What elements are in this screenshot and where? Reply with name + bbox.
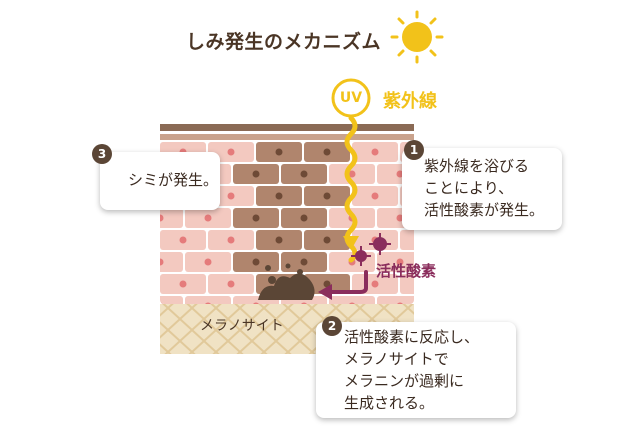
uv-label: 紫外線 bbox=[383, 91, 437, 112]
cell-nucleus bbox=[109, 215, 116, 222]
sun-icon bbox=[390, 10, 444, 64]
cell-nucleus bbox=[132, 281, 139, 288]
cell-nucleus bbox=[227, 192, 235, 200]
cell-nucleus bbox=[109, 259, 116, 266]
step-3-text: シミが発生。 bbox=[128, 171, 219, 189]
cell-nucleus bbox=[109, 303, 116, 310]
cell-nucleus bbox=[252, 214, 260, 222]
skin-cell bbox=[112, 274, 158, 294]
cell-nucleus bbox=[132, 237, 139, 244]
skin-cell bbox=[400, 230, 414, 250]
ros-arrow bbox=[328, 270, 368, 294]
cell-nucleus bbox=[396, 258, 404, 266]
cell-nucleus bbox=[371, 192, 379, 200]
cell-nucleus bbox=[420, 281, 427, 288]
step-3-card: シミが発生。 bbox=[100, 152, 220, 210]
cell-nucleus bbox=[468, 237, 475, 244]
cell-nucleus bbox=[396, 214, 404, 222]
cell-nucleus bbox=[179, 280, 187, 288]
cell-nucleus bbox=[396, 170, 404, 178]
step-1-text: 紫外線を浴びる ことにより、 活性酸素が発生。 bbox=[424, 157, 545, 219]
skin-cell bbox=[425, 296, 471, 316]
cell-nucleus bbox=[179, 236, 187, 244]
cell-nucleus bbox=[371, 280, 379, 288]
skin-cell bbox=[89, 296, 135, 316]
step-1-card: 紫外線を浴びる ことにより、 活性酸素が発生。 bbox=[402, 148, 562, 230]
skin-cell bbox=[448, 274, 494, 294]
ros-molecules-icon bbox=[351, 233, 391, 266]
skin-cell bbox=[329, 296, 375, 304]
cell-nucleus bbox=[275, 236, 283, 244]
cell-nucleus bbox=[160, 258, 164, 266]
cell-nucleus bbox=[227, 148, 235, 156]
step-3-number: 3 bbox=[92, 144, 112, 164]
skin-cell bbox=[233, 296, 279, 304]
cell-nucleus bbox=[323, 192, 331, 200]
skin-cell bbox=[281, 296, 327, 304]
cell-nucleus bbox=[160, 214, 164, 222]
skin-cell bbox=[448, 230, 494, 250]
cell-nucleus bbox=[227, 236, 235, 244]
uv-badge-text: UV bbox=[339, 90, 363, 106]
ros-label: 活性酸素 bbox=[376, 262, 437, 280]
step-2-text: 活性酸素に反応し、 メラノサイトで メラニンが過剰に 生成される。 bbox=[344, 328, 480, 412]
cell-nucleus bbox=[275, 148, 283, 156]
skin-cell bbox=[112, 230, 158, 250]
skin-cell bbox=[160, 252, 183, 272]
cell-nucleus bbox=[204, 214, 212, 222]
cell-nucleus bbox=[323, 148, 331, 156]
cell-nucleus bbox=[468, 281, 475, 288]
cell-nucleus bbox=[227, 280, 235, 288]
skin-cell bbox=[377, 296, 414, 304]
cell-nucleus bbox=[420, 237, 427, 244]
skin-cell bbox=[89, 208, 135, 228]
stratum-corneum bbox=[160, 124, 414, 140]
cell-nucleus bbox=[445, 303, 452, 310]
skin-cell bbox=[160, 296, 183, 304]
step-2-number: 2 bbox=[322, 316, 342, 336]
cell-nucleus bbox=[371, 148, 379, 156]
cell-nucleus bbox=[323, 280, 331, 288]
cell-nucleus bbox=[445, 259, 452, 266]
cell-nucleus bbox=[300, 258, 308, 266]
melanin-blob bbox=[258, 263, 315, 300]
step-1-number: 1 bbox=[404, 140, 424, 160]
cell-nucleus bbox=[204, 258, 212, 266]
cell-nucleus bbox=[348, 170, 356, 178]
skin-cell bbox=[160, 208, 183, 228]
melanocyte-label: メラノサイト bbox=[200, 318, 284, 334]
skin-cell bbox=[89, 252, 135, 272]
step-2-card: 活性酸素に反応し、 メラノサイトで メラニンが過剰に 生成される。 bbox=[316, 322, 516, 418]
page-title: しみ発生のメカニズム bbox=[186, 31, 382, 53]
uv-arrowhead bbox=[343, 236, 359, 250]
cell-nucleus bbox=[300, 170, 308, 178]
cell-nucleus bbox=[300, 214, 308, 222]
skin-cell bbox=[185, 296, 231, 304]
ros-arrowhead bbox=[318, 284, 332, 300]
cell-nucleus bbox=[252, 258, 260, 266]
cell-nucleus bbox=[252, 170, 260, 178]
skin-cell bbox=[400, 274, 414, 294]
cell-nucleus bbox=[323, 236, 331, 244]
cell-nucleus bbox=[275, 192, 283, 200]
